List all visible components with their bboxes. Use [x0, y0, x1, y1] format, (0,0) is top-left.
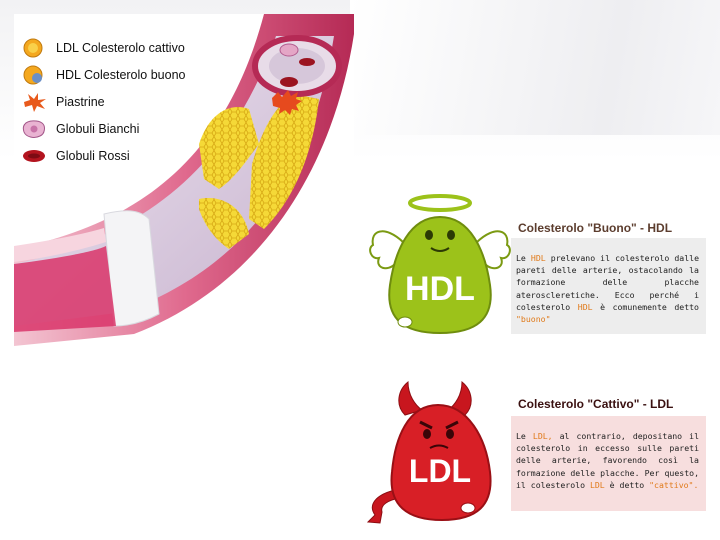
hdl-particle-icon — [20, 64, 50, 86]
white-blood-cell-icon — [20, 118, 50, 140]
ldl-particle-icon — [20, 37, 50, 59]
hdl-title: Colesterolo "Buono" - HDL — [518, 221, 672, 235]
hdl-angel-mascot: HDL — [365, 190, 515, 335]
legend-item-white-cells: Globuli Bianchi — [20, 115, 230, 142]
red-blood-cell-icon — [20, 145, 50, 167]
hdl-description: Le HDL prelevano il colesterolo dalle pa… — [516, 252, 699, 325]
legend-label: Globuli Rossi — [56, 149, 130, 163]
ldl-devil-mascot: LDL — [360, 380, 510, 526]
legend-label: Globuli Bianchi — [56, 122, 139, 136]
legend-item-ldl: LDL Colesterolo cattivo — [20, 34, 230, 61]
legend-item-hdl: HDL Colesterolo buono — [20, 61, 230, 88]
platelet-icon — [20, 91, 50, 113]
legend-label: HDL Colesterolo buono — [56, 68, 185, 82]
hdl-card: Le HDL prelevano il colesterolo dalle pa… — [511, 238, 706, 334]
ldl-card: Le LDL, al contrario, depositano il cole… — [511, 416, 706, 511]
ldl-mascot-label: LDL — [409, 453, 471, 489]
halo-icon — [410, 196, 470, 210]
legend-item-platelets: Piastrine — [20, 88, 230, 115]
legend-item-red-cells: Globuli Rossi — [20, 142, 230, 169]
legend: LDL Colesterolo cattivo HDL Colesterolo … — [20, 34, 230, 169]
legend-label: Piastrine — [56, 95, 105, 109]
background-shade-right — [350, 0, 720, 135]
legend-label: LDL Colesterolo cattivo — [56, 41, 185, 55]
ldl-title: Colesterolo "Cattivo" - LDL — [518, 397, 673, 411]
ldl-description: Le LDL, al contrario, depositano il cole… — [516, 430, 699, 491]
hdl-mascot-label: HDL — [405, 270, 475, 308]
